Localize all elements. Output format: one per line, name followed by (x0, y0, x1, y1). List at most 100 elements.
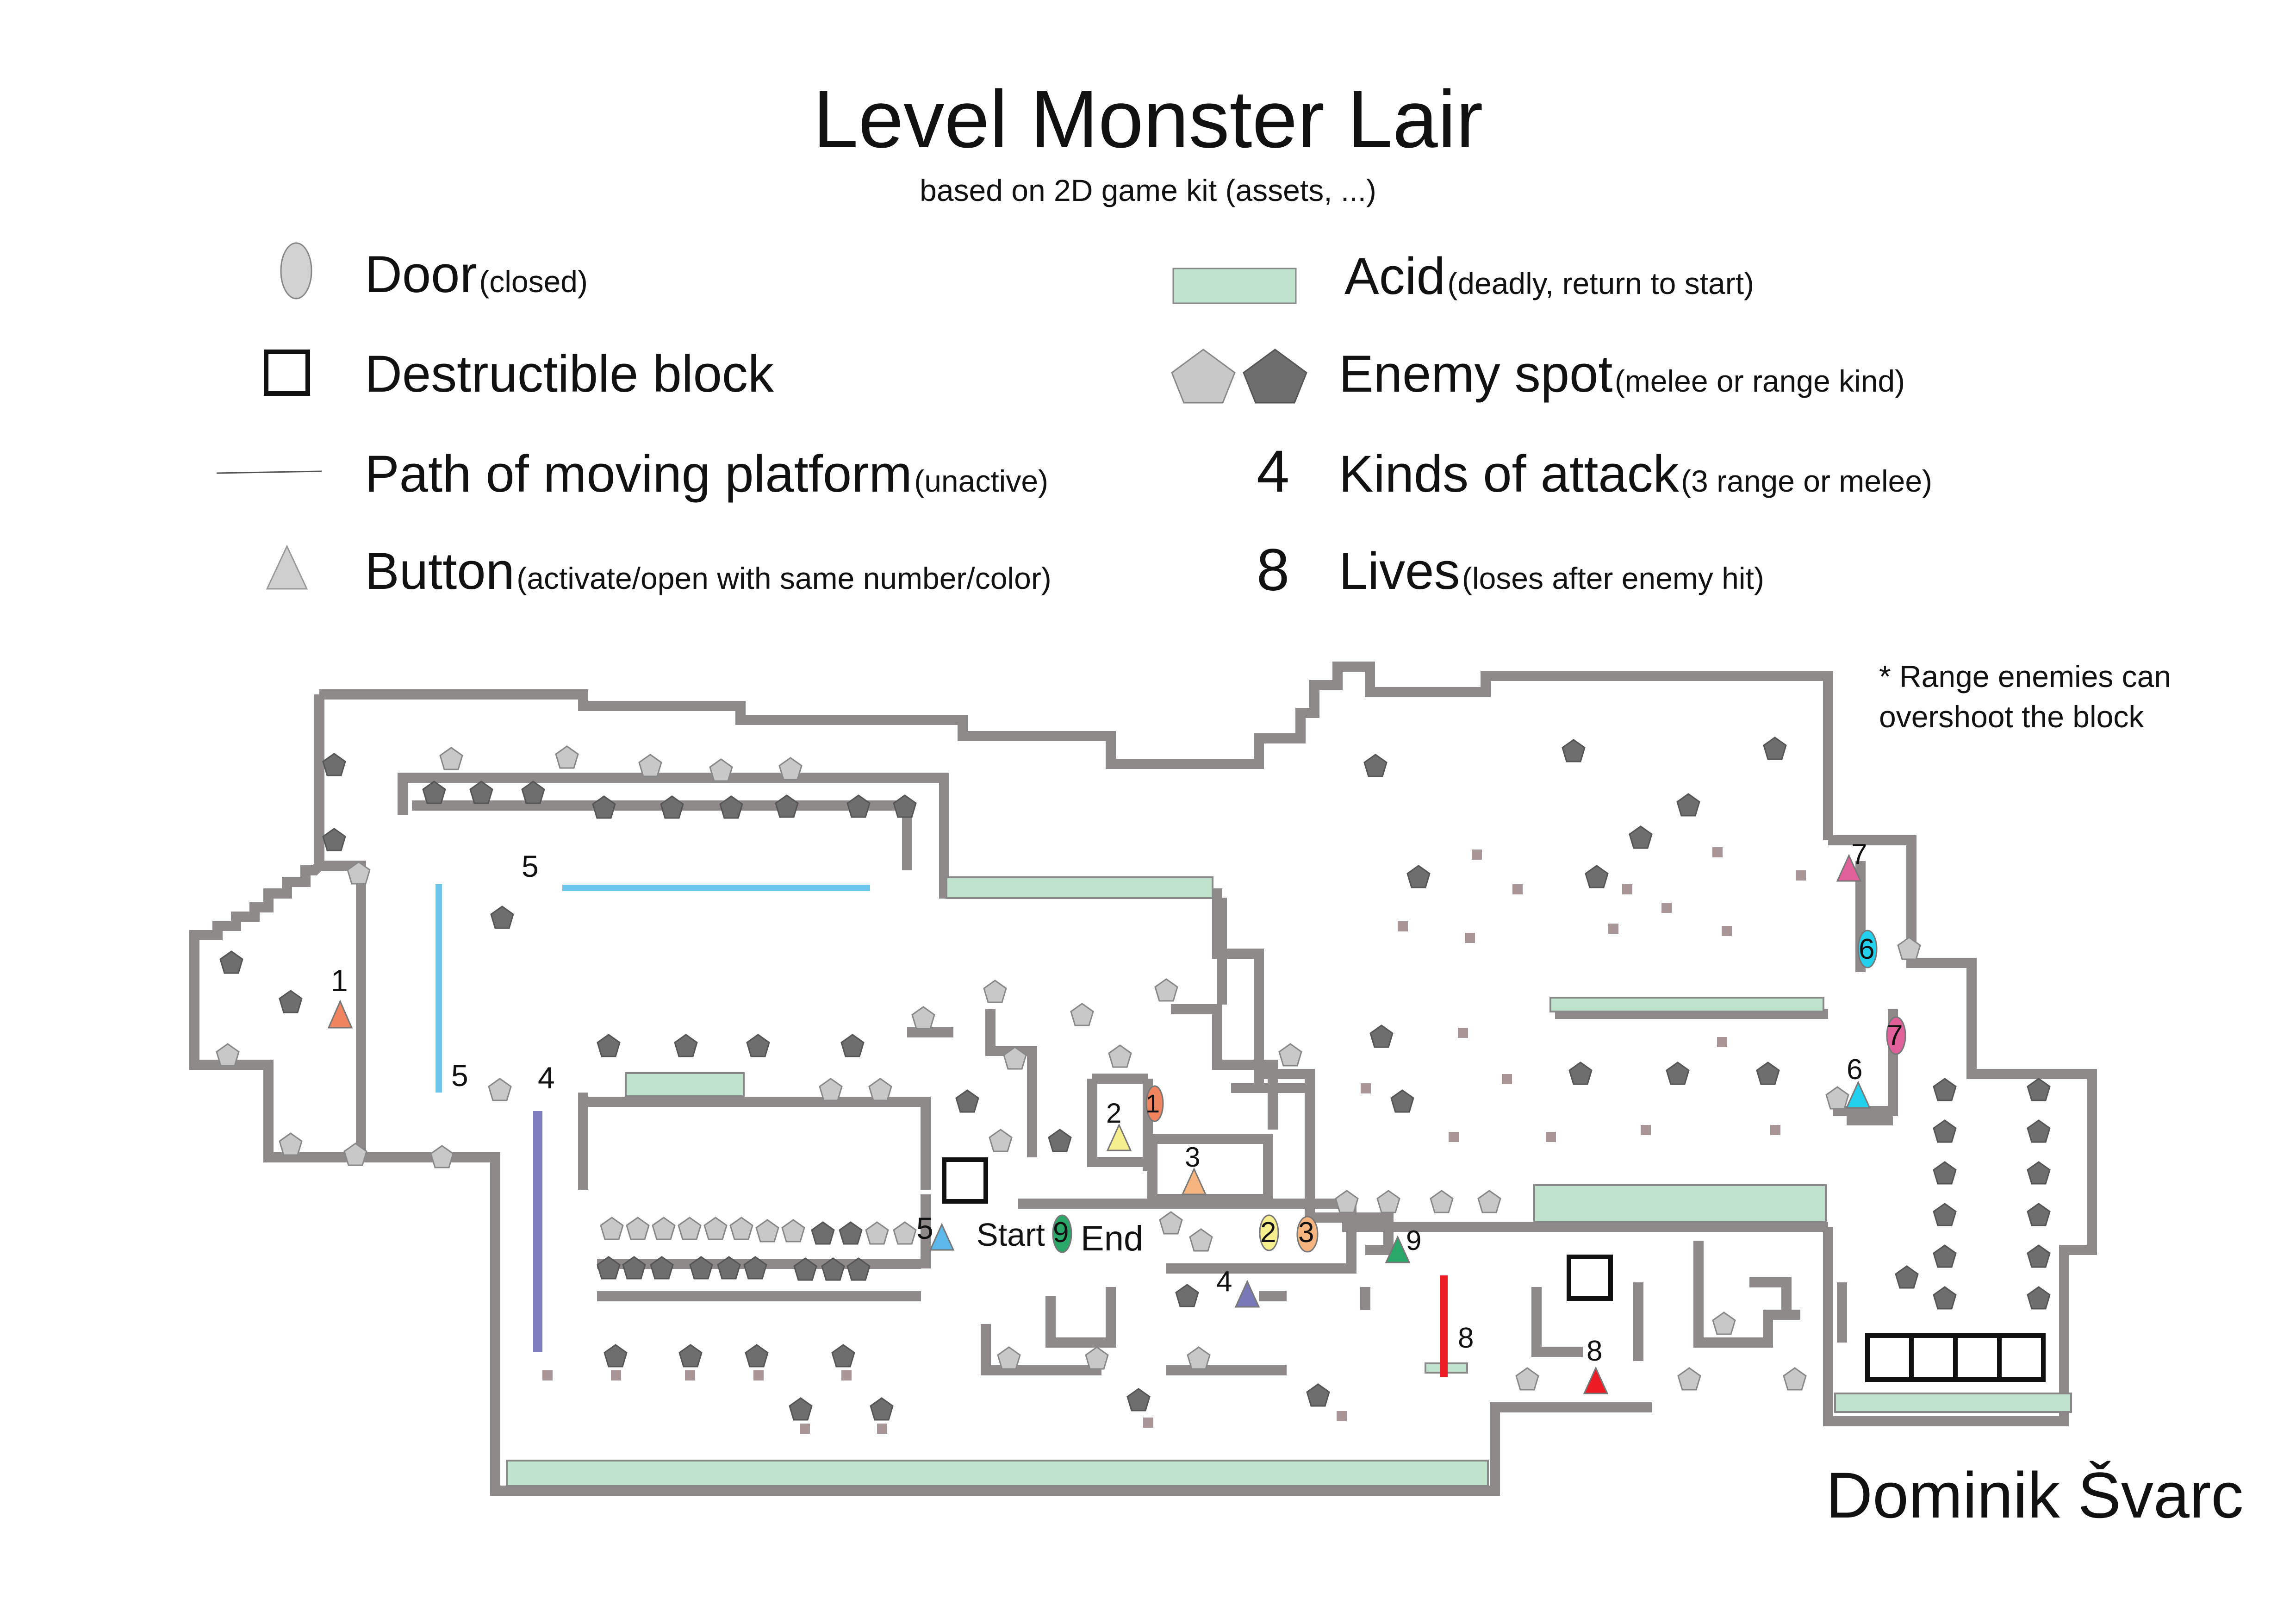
map-label-8: 8 (1458, 1322, 1474, 1354)
enemy-range-spot (893, 794, 917, 818)
legend-door-note: (closed) (479, 264, 588, 299)
enemy-melee-spot (911, 1006, 935, 1030)
enemy-melee-spot (1783, 1367, 1807, 1391)
enemy-range-spot (1756, 1062, 1780, 1085)
button-5 (929, 1223, 955, 1251)
button-1 (327, 999, 353, 1029)
enemy-range-spot (2027, 1286, 2051, 1310)
enemy-melee-spot (1070, 1003, 1094, 1026)
doors (1052, 930, 1906, 1253)
enemy-melee-spot (638, 754, 662, 777)
acid-pool (1834, 1393, 2072, 1413)
legend-button: Button (activate/open with same number/c… (365, 545, 1052, 597)
legend-lives-note: (loses after enemy hit) (1462, 561, 1764, 595)
door-1 (1145, 1085, 1164, 1122)
enemy-range-spot (1895, 1265, 1919, 1289)
enemy-range-spot (2027, 1078, 2051, 1101)
enemy-range-spot (821, 1257, 845, 1281)
enemy-range-spot (469, 781, 493, 804)
enemy-melee-spot (1430, 1190, 1454, 1213)
page-title: Level Monster Lair (813, 74, 1483, 165)
enemy-melee-spot (347, 861, 371, 885)
enemy-range-spot (219, 950, 243, 974)
enemy-range-spot (743, 1256, 767, 1280)
enemy-range-spot (597, 1034, 621, 1057)
button-8 (1583, 1366, 1609, 1394)
acid-pool (1549, 997, 1824, 1012)
enemy-range-spot (789, 1397, 813, 1421)
enemy-range-spot (1933, 1203, 1957, 1226)
platform-paths (436, 884, 1448, 1377)
destructible-block (1909, 1333, 1958, 1382)
button-9 (1385, 1235, 1411, 1263)
enemy-melee-spot (678, 1217, 702, 1240)
enemy-melee-spot (755, 1219, 779, 1243)
door-label-3: 3 (1298, 1217, 1314, 1249)
door-6 (1857, 930, 1878, 968)
enemy-range-spot (650, 1256, 674, 1280)
enemy-range-spot (660, 795, 684, 819)
author-name: Dominik Švarc (1826, 1459, 2244, 1531)
destructible-block (1997, 1333, 2046, 1382)
destructible-block-icon (264, 350, 310, 396)
enemy-spots (216, 737, 2051, 1421)
enemy-melee-spot (703, 1217, 728, 1240)
enemy-range-spot (1676, 793, 1700, 817)
legend-enemy-note: (melee or range kind) (1614, 364, 1905, 398)
enemy-melee-spot (1085, 1346, 1109, 1370)
enemy-melee-spot (439, 747, 463, 770)
enemy-melee-spot (1515, 1367, 1539, 1391)
door-9 (1052, 1214, 1072, 1253)
enemy-melee-spot (1187, 1346, 1211, 1370)
destructible-block (1865, 1333, 1914, 1382)
button-4 (1234, 1280, 1260, 1308)
enemy-melee-spot (488, 1078, 512, 1101)
enemy-range-spot (1666, 1062, 1690, 1085)
enemy-range-spot (1175, 1284, 1199, 1307)
enemy-melee-spot (868, 1078, 892, 1101)
enemy-melee-spot (279, 1132, 303, 1156)
enemy-melee-spot (1189, 1228, 1213, 1252)
enemy-range-spot (2027, 1203, 2051, 1226)
legend-path: Path of moving platform (unactive) (365, 448, 1048, 500)
enemy-range-spot (279, 990, 303, 1013)
button-icon (266, 544, 308, 590)
enemy-range-spot (604, 1344, 628, 1368)
enemy-melee-spot (1159, 1211, 1183, 1235)
legend-path-label: Path of moving platform (365, 445, 912, 503)
enemy-range-spot (322, 828, 346, 851)
enemy-range-spot (674, 1034, 698, 1057)
enemy-range-spot (870, 1397, 894, 1421)
map-label-5: 5 (916, 1211, 933, 1245)
enemy-melee-spot (430, 1145, 454, 1168)
enemy-range-spot (717, 1256, 741, 1280)
enemy-melee-spot (989, 1129, 1013, 1152)
enemy-range-spot (592, 795, 616, 819)
enemy-range-spot (1568, 1062, 1593, 1085)
button-2 (1106, 1123, 1132, 1151)
page-subtitle: based on 2D game kit (assets, ...) (920, 173, 1376, 207)
door-label-2: 2 (1260, 1217, 1276, 1249)
map-label-9: 9 (1406, 1225, 1422, 1256)
enemy-range-spot (745, 1344, 769, 1368)
enemy-range-spot (490, 906, 514, 929)
enemy-melee-spot (778, 757, 803, 781)
enemy-range-spot (1363, 754, 1388, 777)
door-label-7: 7 (1887, 1019, 1903, 1051)
legend-door-label: Door (365, 245, 477, 303)
map-label-4: 4 (538, 1061, 555, 1095)
enemy-melee-spot (1477, 1190, 1501, 1213)
legend-attack-label: Kinds of attack (1339, 445, 1679, 503)
enemy-range-spot (1933, 1244, 1957, 1268)
legend-block-label: Destructible block (365, 345, 774, 403)
platform-path-icon (216, 470, 322, 474)
enemy-melee-spot (555, 745, 579, 769)
enemy-range-spot (521, 781, 545, 804)
door-3 (1296, 1216, 1319, 1253)
enemy-range-spot (1585, 865, 1609, 888)
enemy-melee-spot (1677, 1367, 1701, 1391)
enemy-melee-spot (1712, 1312, 1736, 1335)
enemy-range-spot (678, 1344, 703, 1368)
enemy-range-spot (719, 795, 743, 819)
enemy-range-spot (2027, 1244, 2051, 1268)
